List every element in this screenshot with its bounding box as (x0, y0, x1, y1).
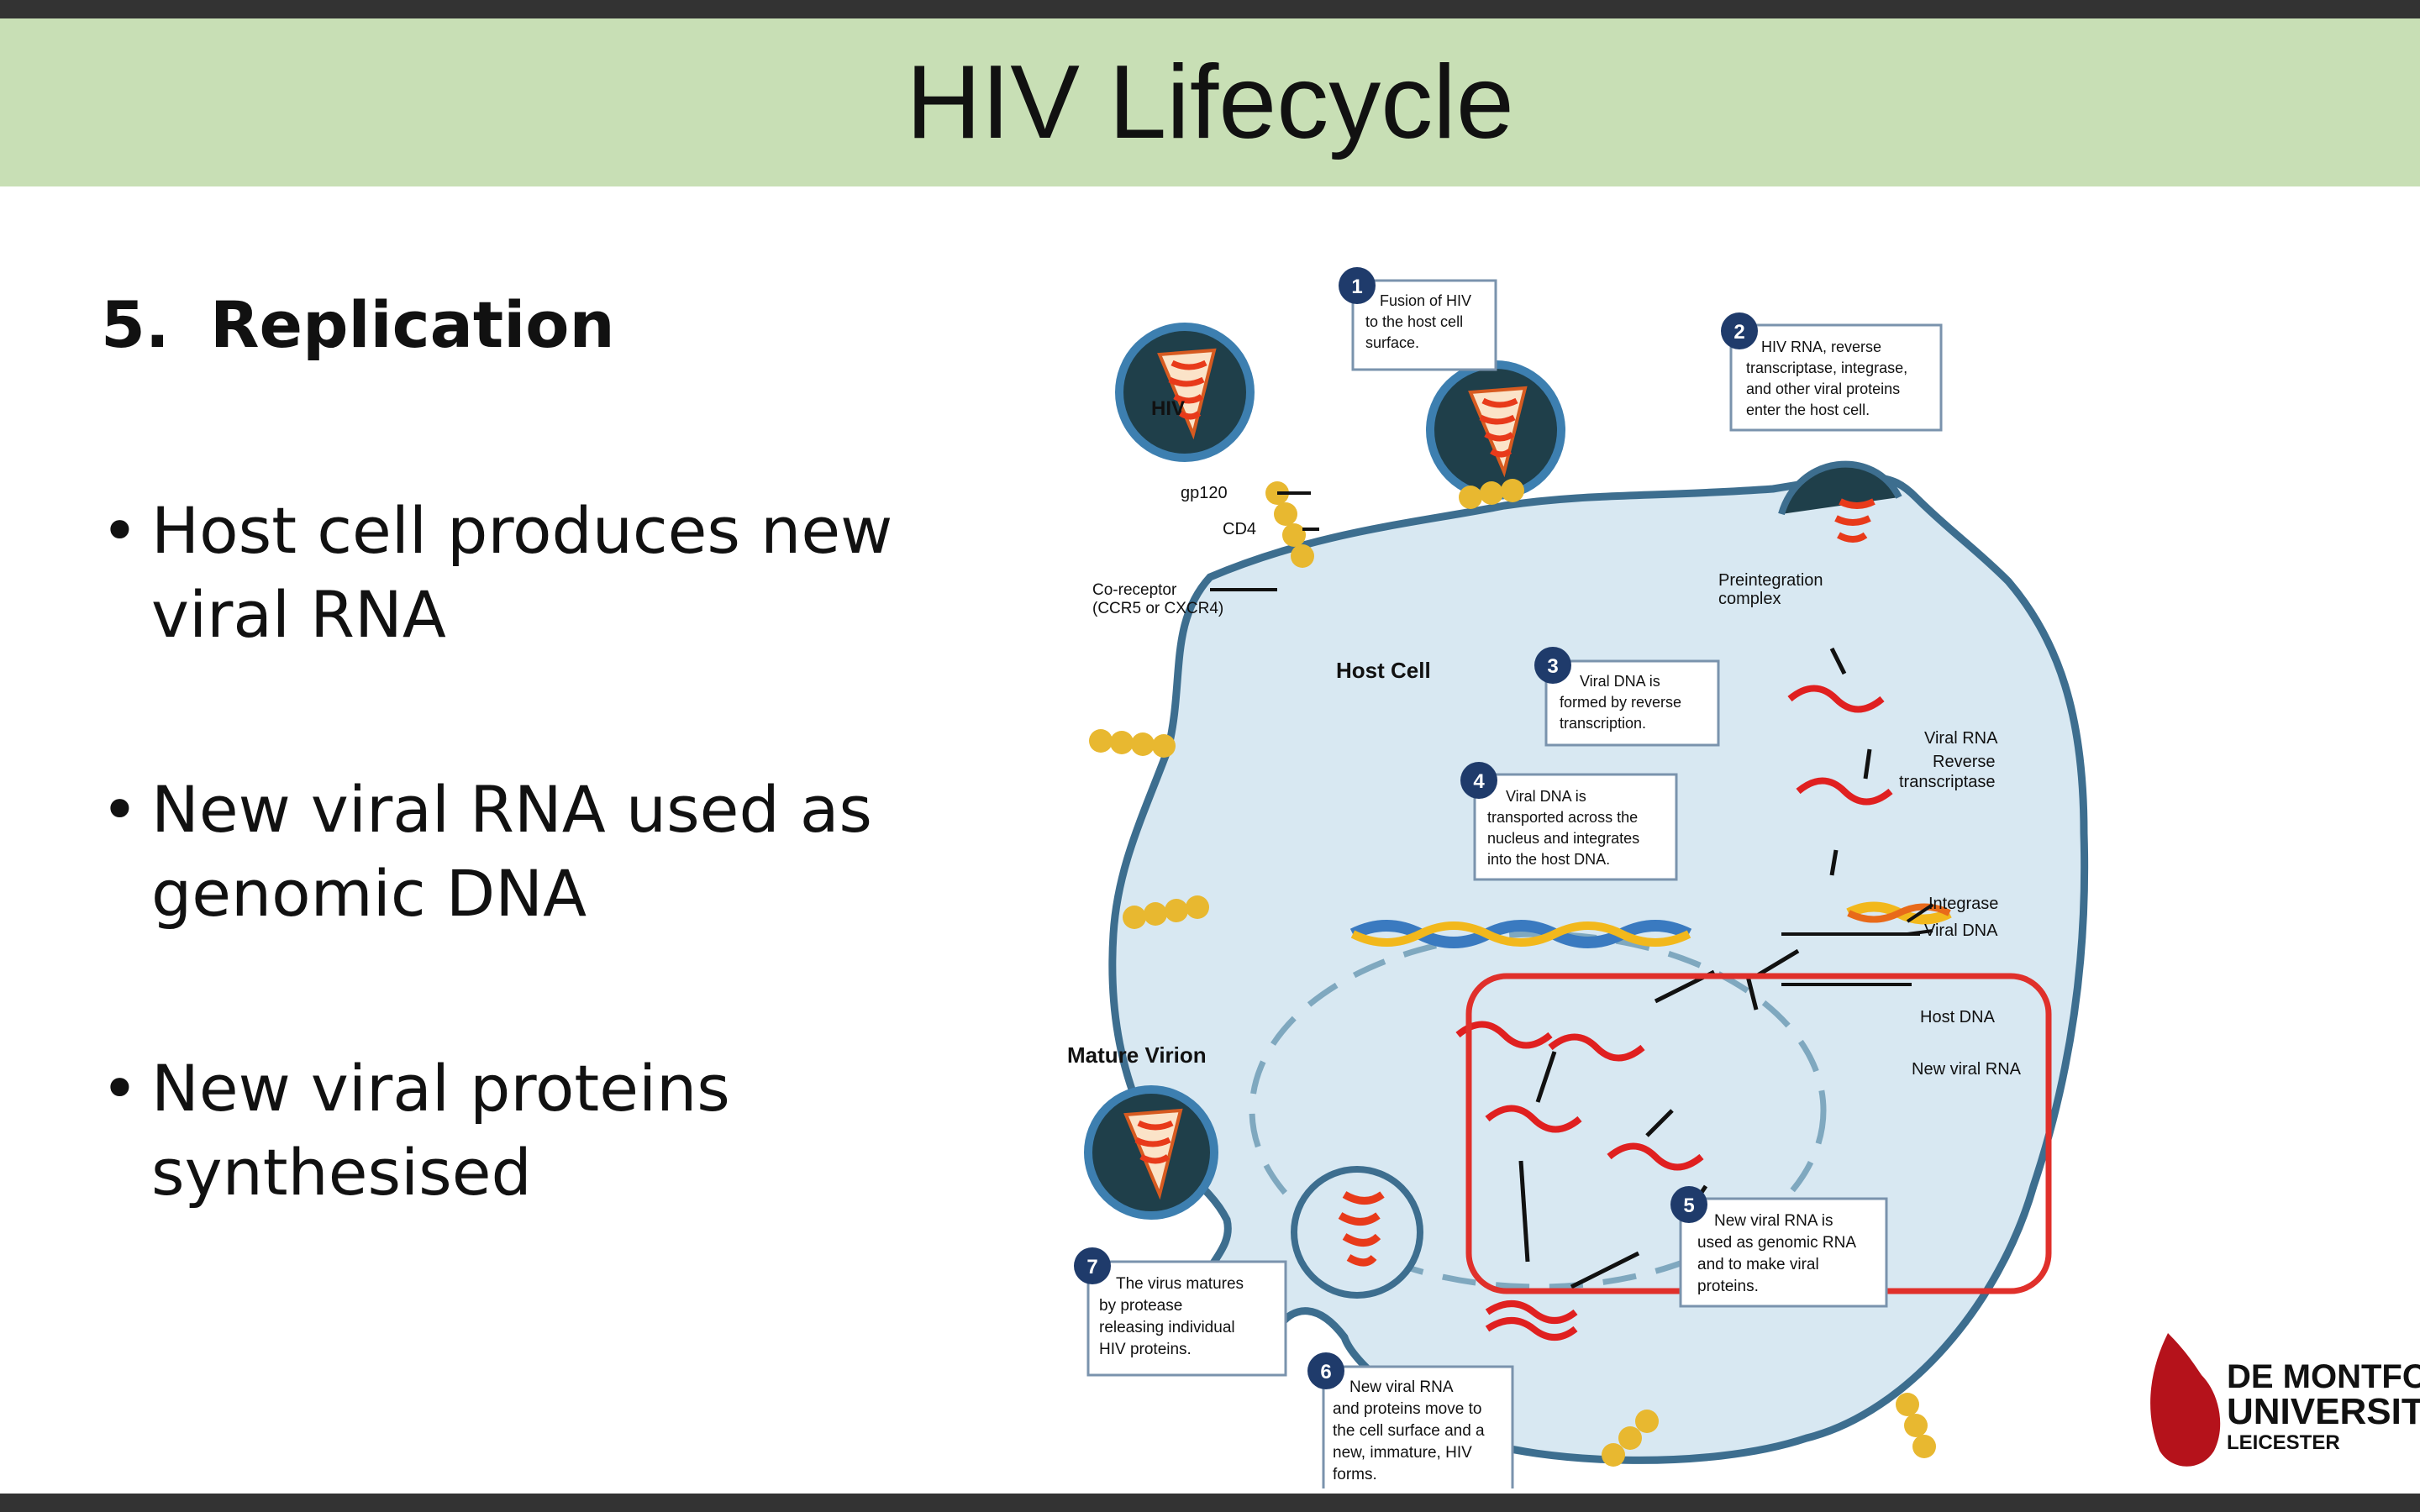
step-2-callout: 2 HIV RNA, reverse transcriptase, integr… (1721, 312, 1943, 432)
bullet-dot-icon: • (101, 1051, 139, 1126)
step-1-line: surface. (1365, 334, 1419, 351)
logo-emblem-icon (2150, 1333, 2221, 1467)
bullet-dot-icon: • (101, 772, 139, 847)
section-heading: 5. Replication (101, 287, 615, 362)
step-1-line: to the host cell (1365, 313, 1463, 330)
diagram-labels: HIV gp120 CD4 Co-receptor (CCR5 or CXCR4… (1067, 397, 2022, 1079)
step-2-line: transcriptase, integrase, (1746, 360, 1907, 376)
logo-svg: DE MONTFORT UNIVERSITY LEICESTER (2150, 1333, 2420, 1467)
step-5-number: 5 (1683, 1194, 1694, 1217)
title-bar: HIV Lifecycle (0, 18, 2420, 186)
new-viral-rna-strands (1455, 685, 1893, 1341)
section-title: Replication (210, 287, 615, 362)
step-2-line: enter the host cell. (1746, 402, 1870, 418)
nucleus (1249, 931, 1827, 1290)
step-4-callout: 4 Viral DNA is transported across the nu… (1460, 762, 1678, 881)
step-7-line: releasing individual (1099, 1319, 1235, 1336)
section-number: 5. (101, 287, 170, 362)
step-3-line: Viral DNA is (1580, 673, 1660, 690)
step-3-line: formed by reverse (1560, 694, 1681, 711)
step-6-line: and proteins move to (1333, 1400, 1481, 1418)
slide-title: HIV Lifecycle (906, 45, 1514, 160)
bullet-text: Host cell produces new viral RNA (151, 493, 893, 652)
step-7-number: 7 (1086, 1256, 1097, 1278)
bullet-item: •Host cell produces new viral RNA (101, 489, 924, 657)
step-2-line: HIV RNA, reverse (1761, 339, 1881, 355)
label-coreceptor-sub: (CCR5 or CXCR4) (1092, 600, 1223, 617)
step-6-line: New viral RNA (1349, 1378, 1454, 1396)
label-coreceptor: Co-receptor (1092, 581, 1177, 599)
step-5-callout: 5 New viral RNA is used as genomic RNA a… (1670, 1186, 1888, 1308)
step-4-number: 4 (1473, 770, 1485, 793)
step-1-number: 1 (1351, 276, 1362, 298)
step-6-callout: 6 New viral RNA and proteins move to the… (1307, 1352, 1514, 1494)
label-hiv: HIV (1151, 397, 1185, 420)
label-cd4: CD4 (1223, 520, 1256, 538)
step-5-line: used as genomic RNA (1697, 1234, 1856, 1252)
step-1-callout: 1 Fusion of HIV to the host cell surface… (1339, 267, 1497, 371)
hiv-lifecycle-diagram: HIV gp120 CD4 Co-receptor (CCR5 or CXCR4… (1067, 245, 2160, 1494)
step-3-callout: 3 Viral DNA is formed by reverse transcr… (1534, 647, 1720, 747)
step-4-line: transported across the (1487, 809, 1638, 826)
label-host-cell: Host Cell (1336, 658, 1431, 683)
diagram-svg: HIV gp120 CD4 Co-receptor (CCR5 or CXCR4… (1067, 267, 2089, 1494)
hiv-virion-1 (1115, 323, 1255, 462)
step-7-line: by protease (1099, 1297, 1182, 1315)
hiv-virion-2 (1426, 360, 1565, 500)
step-2-line: and other viral proteins (1746, 381, 1900, 397)
budding-virion (1291, 1166, 1423, 1299)
slide: HIV Lifecycle 5.Replication •Host cell p… (0, 18, 2420, 1494)
label-new-viral-rna: New viral RNA (1912, 1060, 2022, 1079)
logo-line: LEICESTER (2227, 1431, 2340, 1454)
step-7-line: The virus matures (1116, 1275, 1244, 1293)
step-6-line: the cell surface and a (1333, 1422, 1485, 1440)
label-viral-rna: Viral RNA (1924, 729, 1998, 748)
entry-vesicle (1778, 460, 1902, 543)
step-5-line: New viral RNA is (1714, 1212, 1833, 1230)
step-5-line: proteins. (1697, 1278, 1759, 1295)
bullet-dot-icon: • (101, 493, 139, 568)
step-6-line: new, immature, HIV (1333, 1444, 1472, 1462)
viral-dna-integration (1846, 901, 1952, 925)
label-reverse: Reverse (1933, 753, 1995, 771)
leader-lines (1210, 491, 1934, 986)
step-6-number: 6 (1320, 1361, 1331, 1383)
step-7-callout: 7 The virus matures by protease releasin… (1074, 1247, 1287, 1377)
bullet-item: •New viral RNA used as genomic DNA (101, 768, 924, 936)
step-2-number: 2 (1733, 321, 1744, 344)
host-dna (1349, 920, 1692, 948)
label-mature-virion: Mature Virion (1067, 1042, 1207, 1068)
step-3-number: 3 (1547, 655, 1558, 678)
step-4-line: into the host DNA. (1487, 851, 1610, 868)
bullet-item: •New viral proteins synthesised (101, 1047, 924, 1215)
bullet-text: New viral RNA used as genomic DNA (151, 772, 873, 931)
label-integrase: Integrase (1928, 895, 1998, 913)
bullet-list: •Host cell produces new viral RNA •New v… (101, 489, 924, 1326)
university-logo: DE MONTFORT UNIVERSITY LEICESTER (2134, 1316, 2420, 1476)
step-4-line: Viral DNA is (1506, 788, 1586, 805)
cd4-receptor (1089, 479, 1936, 1467)
label-viral-dna: Viral DNA (1924, 921, 1998, 940)
label-transcriptase: transcriptase (1899, 773, 1996, 791)
step-3-line: transcription. (1560, 715, 1646, 732)
logo-line: DE MONTFORT (2227, 1358, 2420, 1395)
step-4-line: nucleus and integrates (1487, 830, 1639, 847)
step-1-line: Fusion of HIV (1380, 292, 1471, 309)
label-host-dna: Host DNA (1920, 1008, 1996, 1026)
label-preintegration: Preintegration (1718, 571, 1823, 590)
hiv-virion-mature (1084, 1085, 1218, 1220)
bullet-text: New viral proteins synthesised (151, 1051, 730, 1210)
label-gp120: gp120 (1181, 484, 1228, 502)
step-5-line: and to make viral (1697, 1256, 1819, 1273)
logo-line: UNIVERSITY (2227, 1391, 2420, 1432)
label-preintegration-sub: complex (1718, 590, 1781, 608)
step-7-line: HIV proteins. (1099, 1341, 1192, 1358)
step-6-line: forms. (1333, 1466, 1377, 1483)
